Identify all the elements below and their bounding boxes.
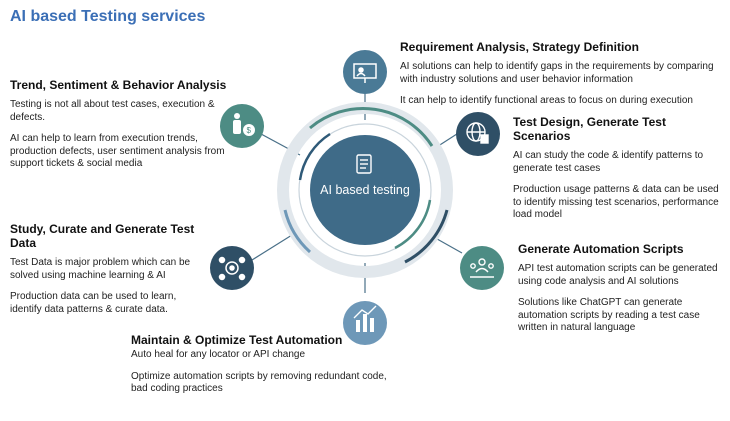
heading-maintain: Maintain & Optimize Test Automation [131, 333, 343, 347]
heading-design: Test Design, Generate Test Scenarios [513, 115, 666, 143]
bar-chart-people-icon [353, 305, 377, 332]
paragraph: Optimize automation scripts by removing … [131, 370, 387, 395]
paragraph: Solutions like ChatGPT can generate auto… [518, 297, 700, 333]
node-circle-trend [220, 104, 264, 148]
ring-arc-right [404, 209, 449, 264]
center-hub [310, 135, 420, 245]
svg-text:$: $ [247, 126, 252, 135]
person-money-bag-icon: $ [233, 113, 255, 136]
block-requirement: Requirement Analysis, Strategy Definitio… [400, 40, 720, 117]
paragraph: Auto heal for any locator or API change [131, 349, 305, 360]
heading-trend: Trend, Sentiment & Behavior Analysis [10, 78, 227, 92]
globe-building-icon [466, 122, 489, 144]
paragraph: AI can help to learn from execution tren… [10, 133, 225, 169]
inner-ring [298, 123, 432, 257]
node-circle-requirement [343, 50, 387, 94]
node-circle-design [456, 112, 500, 156]
heading-data: Study, Curate and Generate Test Data [10, 222, 195, 250]
paragraph: Test Data is major problem which can be … [10, 257, 191, 281]
inner-arc-2 [394, 199, 432, 250]
block-trend: Trend, Sentiment & Behavior Analysis Tes… [10, 78, 235, 180]
paragraph: Production usage patterns & data can be … [513, 184, 719, 220]
block-data: Study, Curate and Generate Test Data Tes… [10, 222, 200, 325]
paragraph: AI can study the code & identify pattern… [513, 150, 704, 174]
block-maintain: Maintain & Optimize Test Automation Auto… [131, 333, 401, 405]
paragraph: API test automation scripts can be gener… [518, 263, 718, 287]
presentation-screen-icon [353, 63, 377, 83]
center-label: AI based testing [320, 183, 410, 197]
gears-people-icon [218, 256, 246, 281]
paragraph: It can help to identify functional areas… [400, 95, 693, 106]
ring-arc-left [283, 209, 312, 254]
paragraph: AI solutions can help to identify gaps i… [400, 61, 714, 85]
heading-scripts: Generate Automation Scripts [518, 242, 684, 256]
team-icon [470, 258, 494, 278]
page-title: AI based Testing services [10, 8, 206, 25]
inner-arc-1 [298, 132, 331, 181]
paragraph: Testing is not all about test cases, exe… [10, 99, 215, 123]
block-scripts: Generate Automation Scripts API test aut… [518, 242, 723, 344]
block-design: Test Design, Generate Test Scenarios AI … [513, 115, 723, 231]
document-list-icon [356, 154, 372, 174]
paragraph: Production data can be used to learn, id… [10, 291, 177, 315]
heading-requirement: Requirement Analysis, Strategy Definitio… [400, 40, 639, 54]
ring-arc-top [309, 106, 434, 147]
